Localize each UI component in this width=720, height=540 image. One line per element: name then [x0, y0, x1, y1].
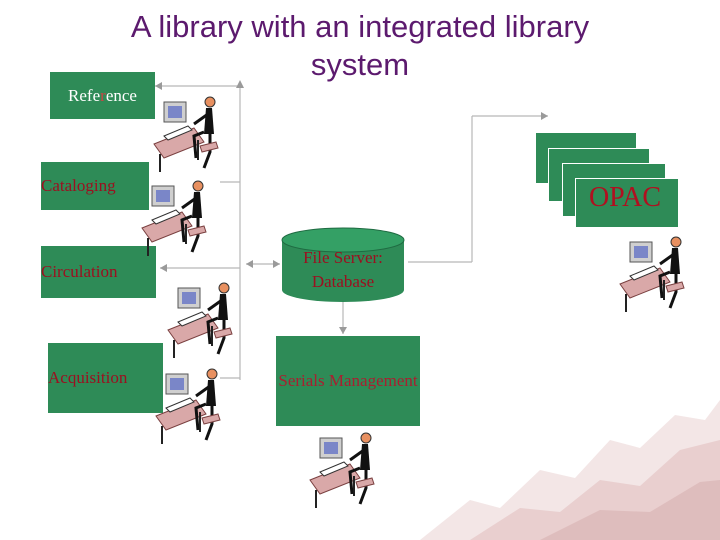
cataloging-label: Cataloging: [41, 176, 116, 195]
opac-card-front: [575, 178, 679, 228]
reference-label: Reference: [68, 85, 137, 105]
acquisition-box: Acquisition: [48, 343, 163, 413]
reference-box: Reference: [50, 72, 155, 119]
circulation-box: Circulation: [41, 246, 156, 298]
file-server-label: File Server: Database: [303, 248, 383, 291]
acquisition-label: Acquisition: [48, 368, 128, 387]
opac-label: OPAC: [588, 182, 662, 213]
cataloging-box: Cataloging: [41, 162, 149, 210]
page-title: A library with an integrated library sys…: [130, 9, 590, 82]
serials-management-box: Serials Management: [276, 336, 420, 426]
circulation-label: Circulation: [41, 262, 118, 281]
